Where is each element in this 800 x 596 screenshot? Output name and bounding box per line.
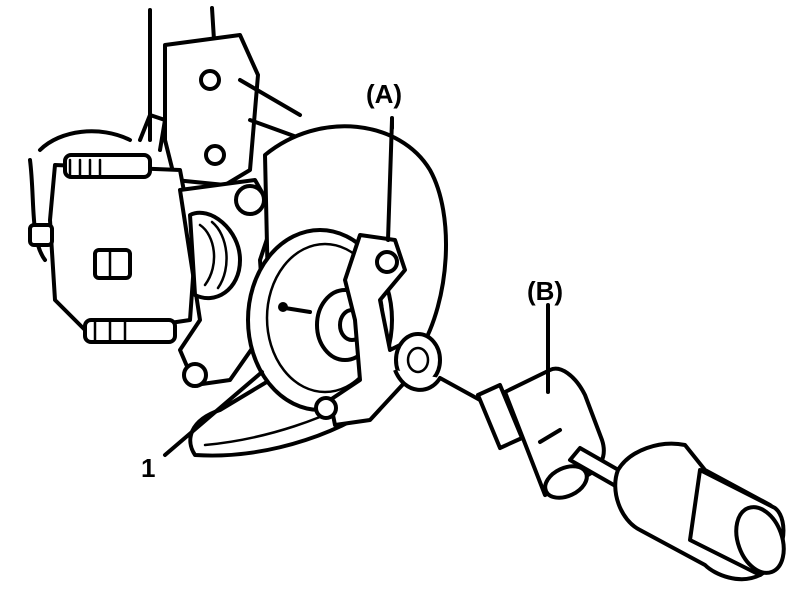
label-b: (B) [527, 276, 563, 306]
brake-caliper [28, 113, 197, 344]
label-1: 1 [141, 453, 155, 483]
leader-line-1 [163, 370, 264, 457]
label-a: (A) [366, 79, 402, 109]
sliding-hammer-b [476, 366, 786, 582]
eye-bolt [393, 332, 482, 402]
